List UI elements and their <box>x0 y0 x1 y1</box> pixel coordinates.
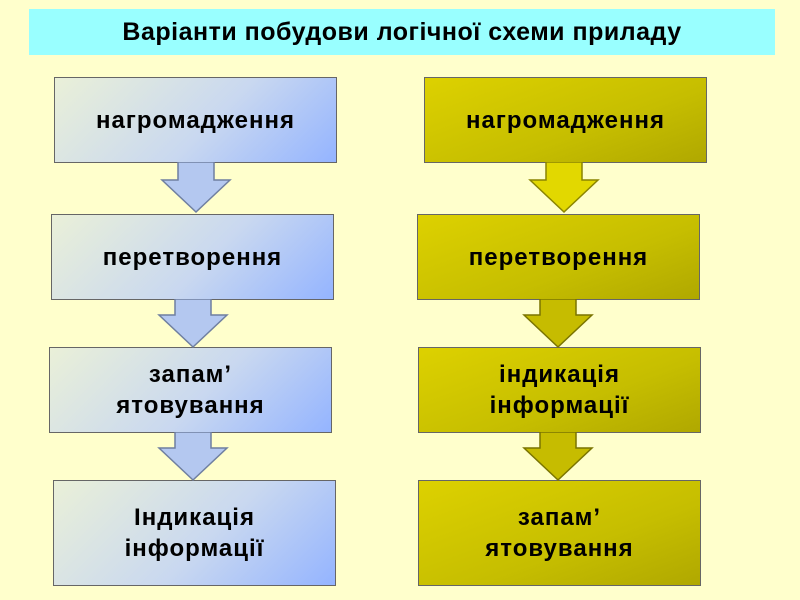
left-step-storage: запам’ ятовування <box>49 347 332 433</box>
left-step-indication: Індикація інформації <box>53 480 336 586</box>
right-arrow-3 <box>522 432 594 482</box>
left-step-accumulation: нагромадження <box>54 77 337 163</box>
right-arrow-2 <box>522 299 594 349</box>
left-step-conversion: перетворення <box>51 214 334 300</box>
left-arrow-2 <box>157 299 229 349</box>
left-arrow-3 <box>157 432 229 482</box>
right-arrow-1 <box>528 162 600 214</box>
left-arrow-1 <box>160 162 232 214</box>
right-step-conversion: перетворення <box>417 214 700 300</box>
right-step-storage: запам’ ятовування <box>418 480 701 586</box>
right-step-indication: індикація інформації <box>418 347 701 433</box>
right-step-accumulation: нагромадження <box>424 77 707 163</box>
diagram-title: Варіанти побудови логічної схеми приладу <box>29 9 775 55</box>
